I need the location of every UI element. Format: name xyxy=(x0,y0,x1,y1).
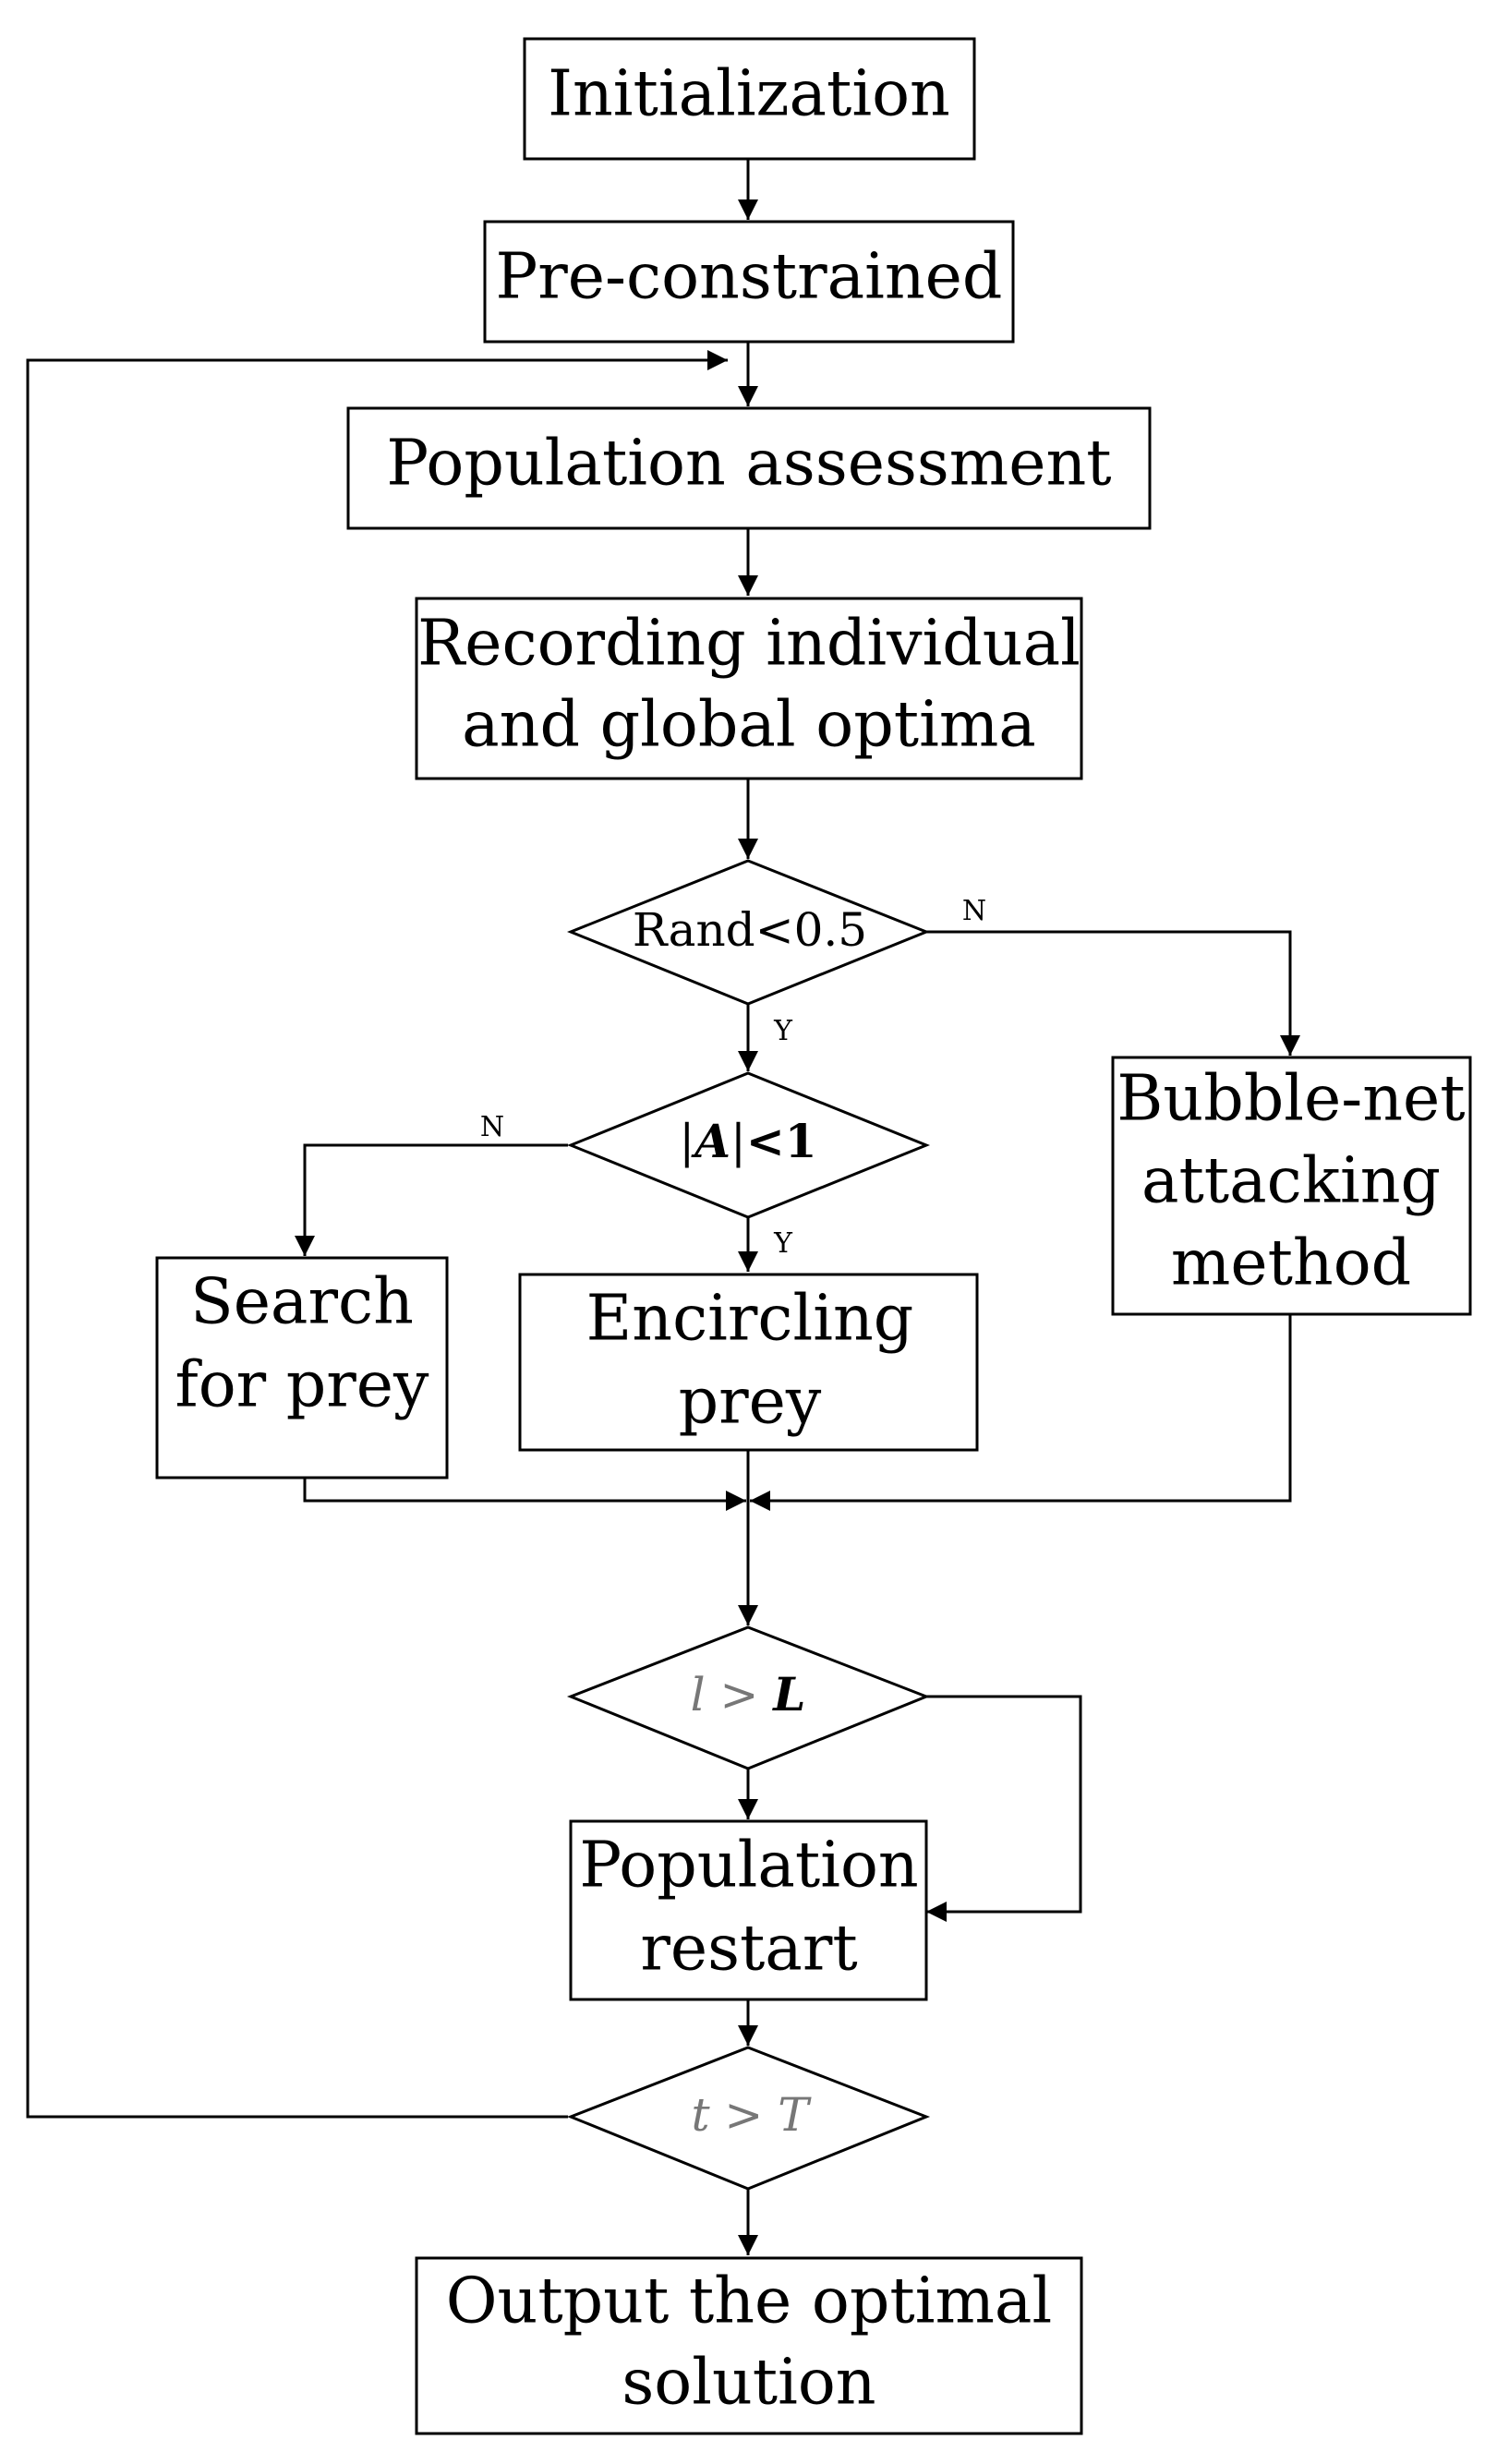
edge-rand-no-to-bubble-net xyxy=(926,930,1300,1056)
bubble-net-line-1: Bubble-net xyxy=(1117,1063,1465,1136)
decision-a: |A|<1 xyxy=(567,1071,931,1219)
edge-l-bypass-to-restart xyxy=(926,1695,1082,1922)
encircling-prey-line-2: prey xyxy=(679,1366,822,1439)
population-restart-line-2: restart xyxy=(640,1913,857,1986)
a-decision-bar-right: | xyxy=(730,1115,746,1168)
node-recording-optima: Recording individual and global optima xyxy=(415,597,1083,780)
node-population-restart: Population restart xyxy=(569,1819,928,2001)
node-initialization: Initialization xyxy=(523,37,976,161)
node-search-prey: Search for prey xyxy=(155,1256,449,1480)
pre-constrained-label: Pre-constrained xyxy=(496,241,1003,314)
recording-optima-line-2: and global optima xyxy=(462,689,1036,762)
decision-l: l > L xyxy=(566,1625,931,1770)
label-a-yes: Y xyxy=(773,1227,793,1260)
a-decision-comparison: <1 xyxy=(746,1114,817,1168)
a-decision-variable: A xyxy=(691,1114,730,1168)
search-prey-line-2: for prey xyxy=(175,1349,430,1422)
connectors xyxy=(26,159,1300,2255)
edge-search-to-merge xyxy=(303,1478,746,1511)
edge-a-no-to-search xyxy=(295,1143,568,1256)
population-restart-line-1: Population xyxy=(579,1830,918,1902)
bubble-net-line-2: attacking xyxy=(1141,1145,1441,1218)
decision-rand: Rand<0.5 xyxy=(566,859,931,1006)
output-line-2: solution xyxy=(622,2347,875,2420)
l-decision-operator: > xyxy=(706,1668,774,1721)
node-population-assessment: Population assessment xyxy=(346,406,1152,530)
node-bubble-net: Bubble-net attacking method xyxy=(1111,1056,1472,1316)
label-rand-yes: Y xyxy=(773,1015,793,1047)
t-decision-label: t > T xyxy=(691,2088,812,2142)
edge-loop-back-to-top xyxy=(26,350,728,2119)
output-line-1: Output the optimal xyxy=(446,2265,1052,2338)
a-decision-bar-left: | xyxy=(679,1115,694,1168)
label-a-no: N xyxy=(480,1111,504,1143)
bubble-net-line-3: method xyxy=(1171,1227,1411,1300)
node-pre-constrained: Pre-constrained xyxy=(483,220,1015,344)
search-prey-line-1: Search xyxy=(190,1266,414,1339)
rand-decision-label: Rand<0.5 xyxy=(633,903,867,957)
label-rand-no: N xyxy=(962,895,986,927)
recording-optima-line-1: Recording individual xyxy=(417,608,1080,681)
a-decision-label: |A|<1 xyxy=(679,1114,816,1168)
initialization-label: Initialization xyxy=(548,58,950,131)
l-decision-label: l > L xyxy=(691,1667,806,1721)
node-encircling-prey: Encircling prey xyxy=(518,1273,979,1452)
node-output: Output the optimal solution xyxy=(415,2256,1083,2435)
population-assessment-label: Population assessment xyxy=(386,428,1111,501)
decision-t: t > T xyxy=(566,2046,931,2191)
l-decision-right: L xyxy=(771,1667,805,1721)
l-decision-left: l xyxy=(691,1668,706,1721)
edge-bubble-net-to-merge xyxy=(750,1314,1292,1511)
encircling-prey-line-1: Encircling xyxy=(586,1283,914,1356)
